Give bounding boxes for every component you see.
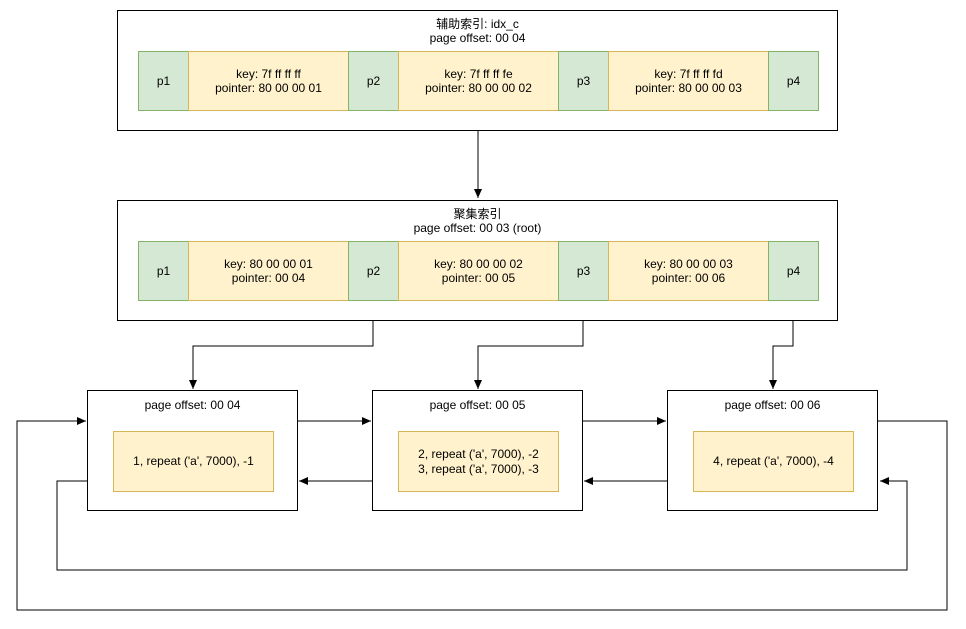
clustered-pointer-p2: p2 — [348, 241, 399, 301]
clustered-index-title: 聚集索引 — [453, 207, 502, 221]
clustered-key-value: key: 80 00 00 02 — [434, 257, 523, 271]
clustered-key-value: key: 80 00 00 03 — [644, 257, 733, 271]
leaf-record: 1, repeat ('a', 7000), -1 — [133, 454, 254, 468]
leaf-record: 2, repeat ('a', 7000), -2 — [418, 446, 539, 461]
secondary-index-title: 辅助索引: idx_c — [436, 17, 519, 31]
secondary-key-pointer: pointer: 80 00 00 01 — [215, 81, 322, 95]
secondary-key-value: key: 7f ff ff fe — [444, 67, 513, 81]
secondary-pointer-p2: p2 — [348, 51, 399, 111]
secondary-index-offset: page offset: 00 04 — [429, 31, 526, 45]
leaf-page-00-06: page offset: 00 06 4, repeat ('a', 7000)… — [667, 390, 878, 511]
leaf-page-offset: page offset: 00 04 — [144, 398, 241, 412]
leaf-page-00-05: page offset: 00 05 2, repeat ('a', 7000)… — [372, 390, 583, 511]
clustered-key-value: key: 80 00 00 01 — [224, 257, 313, 271]
clustered-key-entry: key: 80 00 00 01 pointer: 00 04 — [188, 241, 349, 301]
secondary-key-entry: key: 7f ff ff fd pointer: 80 00 00 03 — [608, 51, 769, 111]
secondary-key-entry: key: 7f ff ff ff pointer: 80 00 00 01 — [188, 51, 349, 111]
leaf-record: 3, repeat ('a', 7000), -3 — [418, 461, 539, 476]
clustered-key-pointer: pointer: 00 05 — [441, 271, 516, 285]
leaf-record: 4, repeat ('a', 7000), -4 — [713, 454, 834, 468]
secondary-key-pointer: pointer: 80 00 00 03 — [635, 81, 742, 95]
secondary-key-value: key: 7f ff ff ff — [236, 67, 301, 81]
secondary-index-page: 辅助索引: idx_c page offset: 00 04 p1 key: 7… — [117, 10, 838, 131]
secondary-key-value: key: 7f ff ff fd — [654, 67, 723, 81]
secondary-key-entry: key: 7f ff ff fe pointer: 80 00 00 02 — [398, 51, 559, 111]
clustered-key-entry: key: 80 00 00 03 pointer: 00 06 — [608, 241, 769, 301]
leaf-record-block: 4, repeat ('a', 7000), -4 — [693, 431, 854, 492]
leaf-page-offset: page offset: 00 05 — [429, 398, 526, 412]
clustered-key-pointer: pointer: 00 04 — [231, 271, 306, 285]
secondary-key-pointer: pointer: 80 00 00 02 — [425, 81, 532, 95]
secondary-pointer-p3: p3 — [558, 51, 609, 111]
clustered-index-root-page: 聚集索引 page offset: 00 03 (root) p1 key: 8… — [117, 200, 838, 321]
leaf-page-offset: page offset: 00 06 — [724, 398, 821, 412]
secondary-pointer-p4: p4 — [768, 51, 819, 111]
leaf-record-block: 1, repeat ('a', 7000), -1 — [113, 431, 274, 492]
clustered-key-entry: key: 80 00 00 02 pointer: 00 05 — [398, 241, 559, 301]
clustered-pointer-p4: p4 — [768, 241, 819, 301]
clustered-index-offset: page offset: 00 03 (root) — [413, 221, 542, 235]
clustered-key-pointer: pointer: 00 06 — [651, 271, 726, 285]
secondary-pointer-p1: p1 — [138, 51, 189, 111]
leaf-record-block: 2, repeat ('a', 7000), -2 3, repeat ('a'… — [398, 431, 559, 492]
clustered-pointer-p3: p3 — [558, 241, 609, 301]
clustered-pointer-p1: p1 — [138, 241, 189, 301]
leaf-page-00-04: page offset: 00 04 1, repeat ('a', 7000)… — [87, 390, 298, 511]
